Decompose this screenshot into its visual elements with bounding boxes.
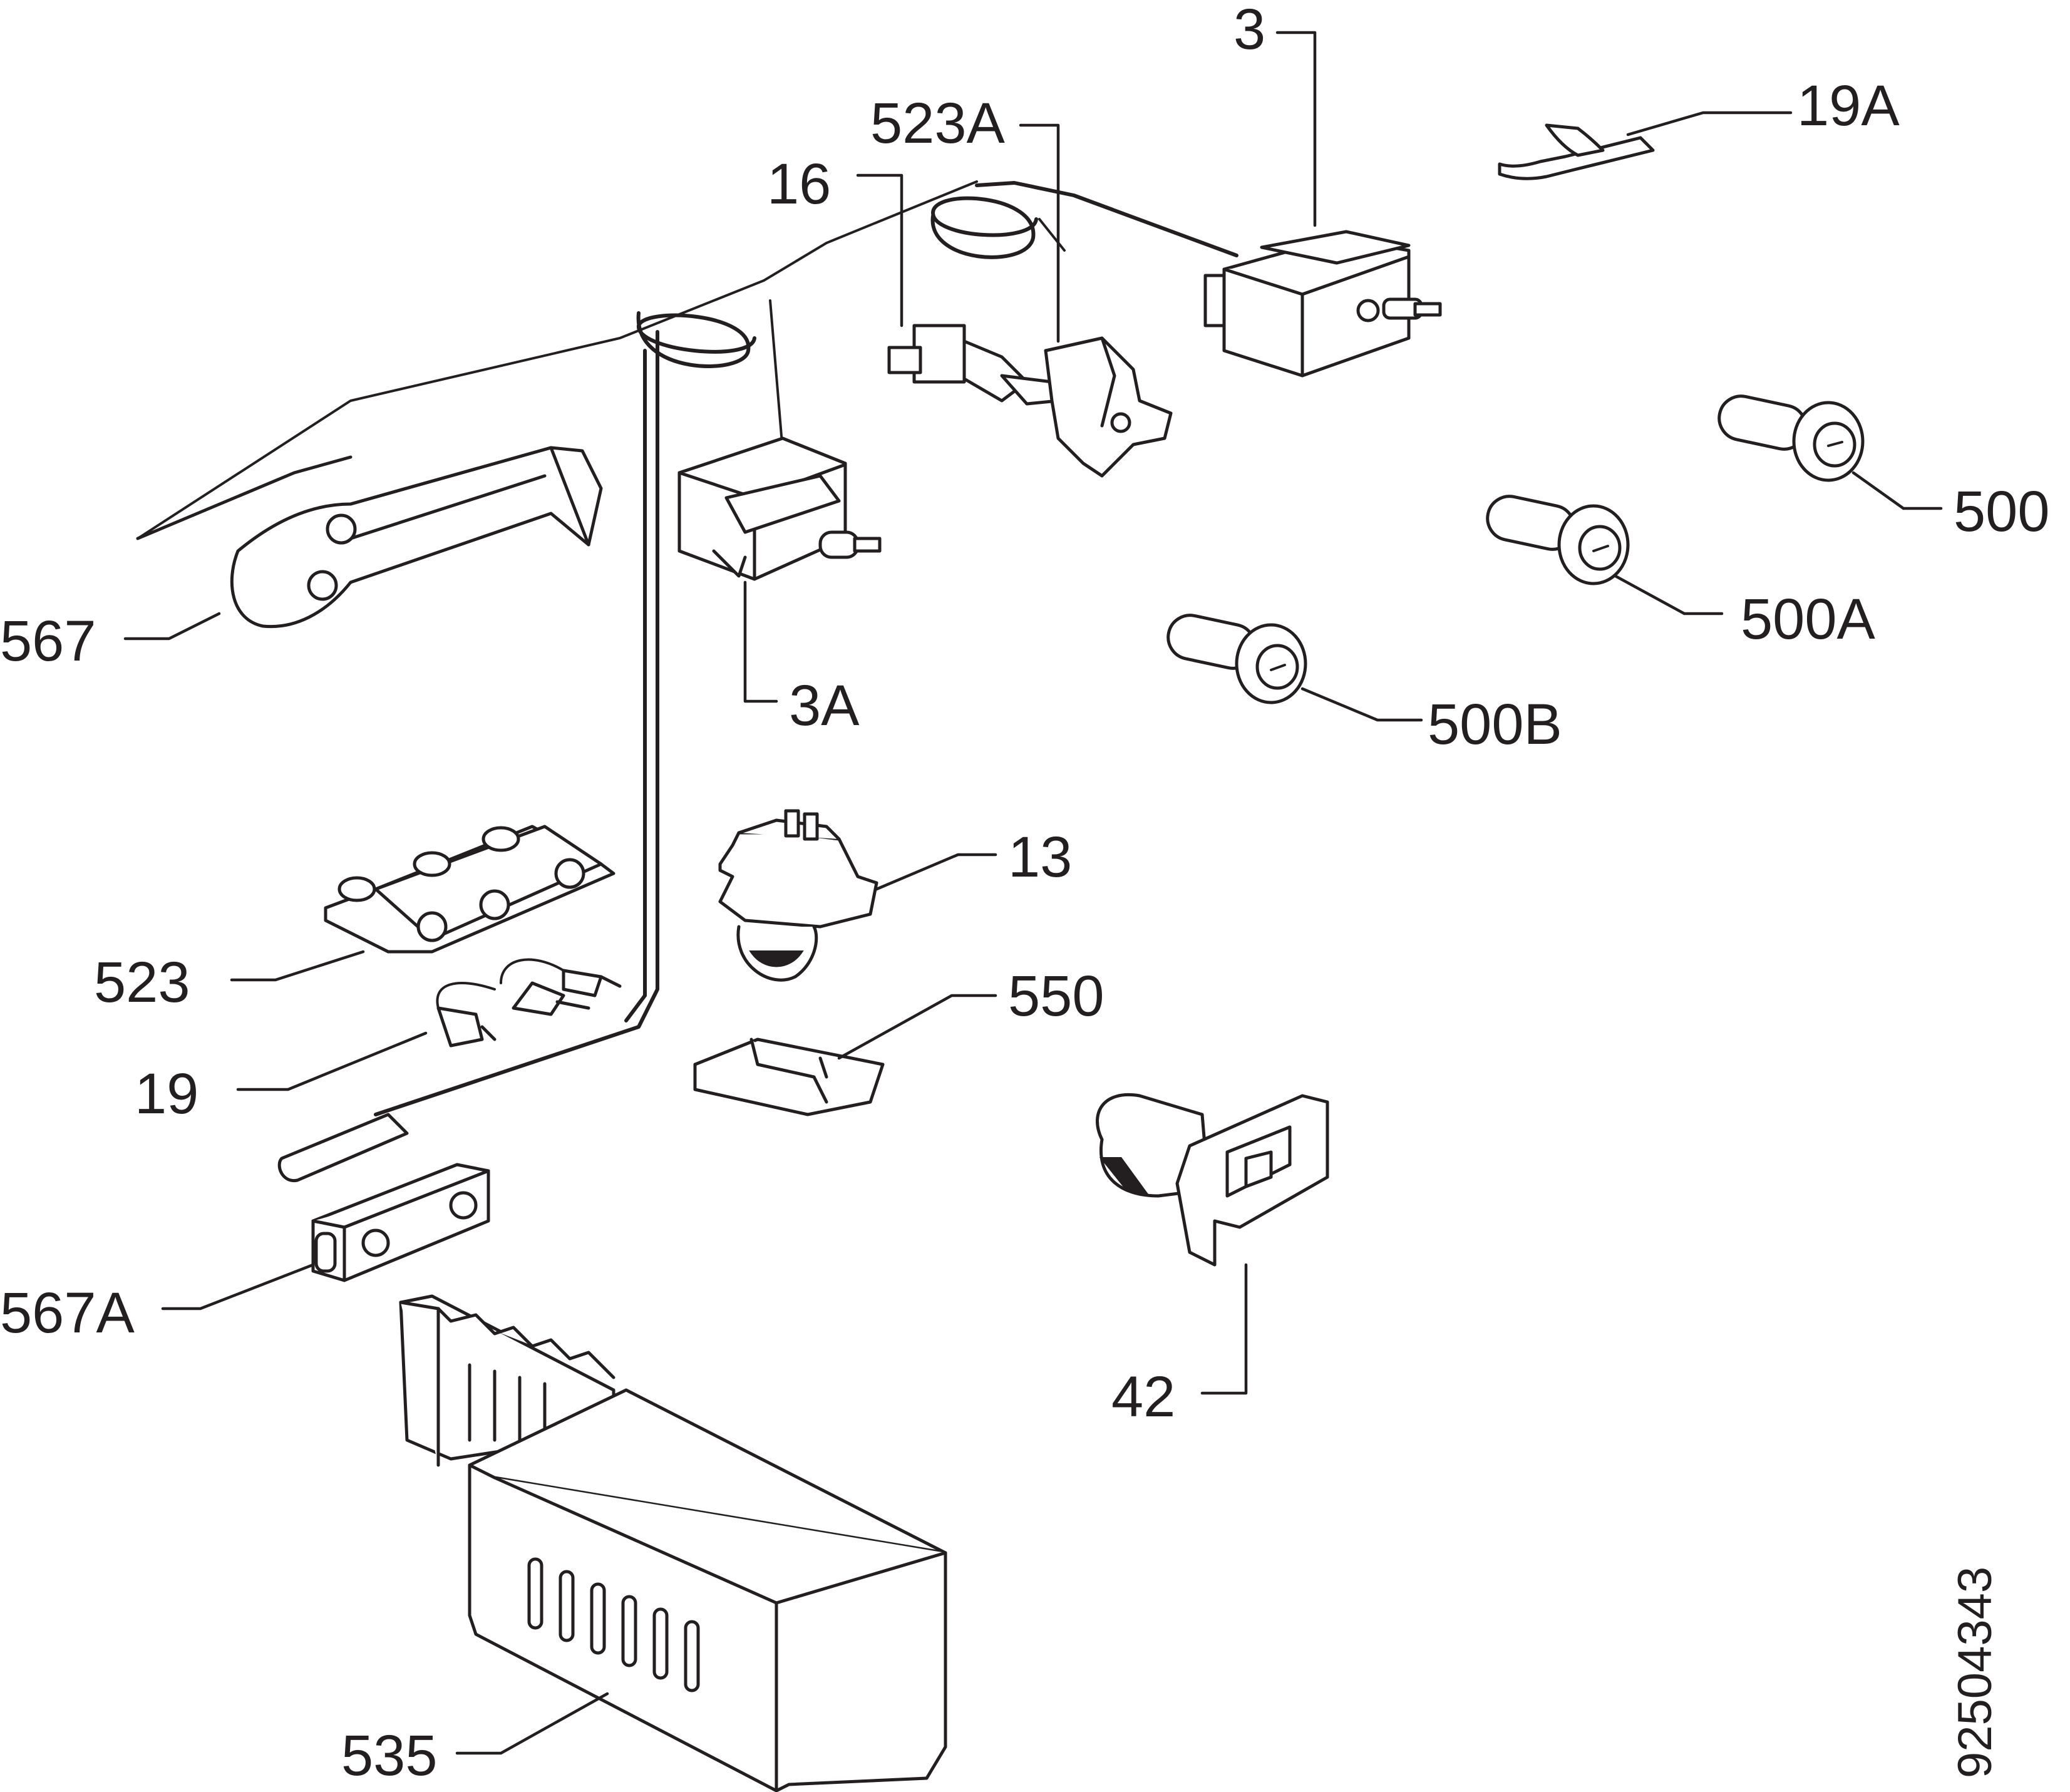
- clip-550: [693, 1038, 885, 1116]
- callout-567: 567: [0, 609, 96, 673]
- callout-16: 16: [767, 152, 831, 216]
- sensor-19a: [1498, 123, 1655, 180]
- sensor-rod: [277, 1113, 409, 1182]
- callout-500: 500: [1954, 480, 2050, 543]
- callout-19a: 19A: [1797, 74, 1900, 138]
- leader-lines: [123, 31, 1943, 1755]
- screw-500a: [1486, 495, 1630, 585]
- callout-42: 42: [1111, 1365, 1175, 1429]
- switch-13: [718, 809, 878, 982]
- thermostat-3: [1203, 230, 1442, 378]
- lamp-holder-42: [1096, 1093, 1329, 1267]
- callout-3a: 3A: [789, 674, 860, 738]
- lamp-bar-523: [324, 825, 615, 954]
- bracket-523a: [1044, 336, 1173, 478]
- callout-500a: 500A: [1741, 587, 1875, 651]
- callout-523: 523: [94, 950, 190, 1014]
- callout-550: 550: [1008, 964, 1105, 1028]
- callout-523a: 523A: [870, 91, 1005, 155]
- plug-16: [887, 324, 1060, 406]
- screw-500b: [1166, 614, 1307, 704]
- control-box-535: [399, 1294, 947, 1792]
- screw-500: [1717, 394, 1865, 482]
- callout-535: 535: [341, 1724, 438, 1788]
- callout-3: 3: [1233, 0, 1265, 61]
- handle-567: [136, 446, 603, 629]
- callout-567a: 567A: [0, 1281, 135, 1345]
- hinge-block-567a: [311, 1163, 490, 1282]
- harness-19: [436, 958, 622, 1048]
- callout-13: 13: [1008, 825, 1072, 889]
- drawing-number: 92504343: [1949, 1567, 2002, 1778]
- capillary-tubes: [136, 180, 1238, 1116]
- callout-19: 19: [135, 1062, 198, 1126]
- callout-500b: 500B: [1428, 693, 1562, 756]
- thermostat-3a: [677, 436, 882, 581]
